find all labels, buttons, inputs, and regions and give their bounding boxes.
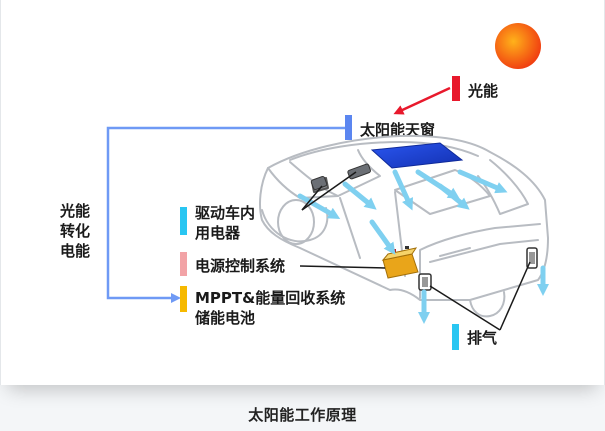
mppt-marker: [180, 286, 187, 312]
sun-icon: [495, 23, 541, 69]
light-energy-label: 光能: [467, 82, 498, 100]
drive-label-1: 驱动车内: [195, 204, 255, 222]
leader-lines: [299, 171, 531, 331]
sunroof-panel: [370, 142, 464, 169]
light-arrow: [393, 86, 451, 115]
conversion-label-1: 光能: [59, 202, 90, 220]
conversion-label-2: 转化: [60, 222, 90, 240]
solar-diagram: 光能 太阳能天窗 光能 转化 电能: [59, 23, 549, 350]
battery-icon: [381, 246, 419, 279]
power-control-label: 电源控制系统: [195, 257, 285, 275]
airflow-arrows: [297, 169, 549, 324]
exhaust-marker: [452, 324, 459, 350]
diagram-caption: 太阳能工作原理: [248, 406, 357, 424]
power-control-marker: [180, 252, 187, 276]
mppt-label-1: MPPT&能量回收系统: [195, 289, 345, 307]
mppt-label-2: 储能电池: [195, 309, 255, 327]
drive-marker: [180, 207, 187, 235]
light-energy-marker: [452, 76, 460, 101]
interior-unit-1: [347, 163, 371, 180]
drive-label-2: 用电器: [195, 224, 241, 242]
sunroof-marker: [345, 115, 352, 140]
exhaust-label: 排气: [467, 329, 497, 347]
conversion-label-3: 电能: [60, 242, 90, 260]
conversion-path: [106, 126, 345, 303]
solar-sunroof-label: 太阳能天窗: [360, 121, 435, 139]
